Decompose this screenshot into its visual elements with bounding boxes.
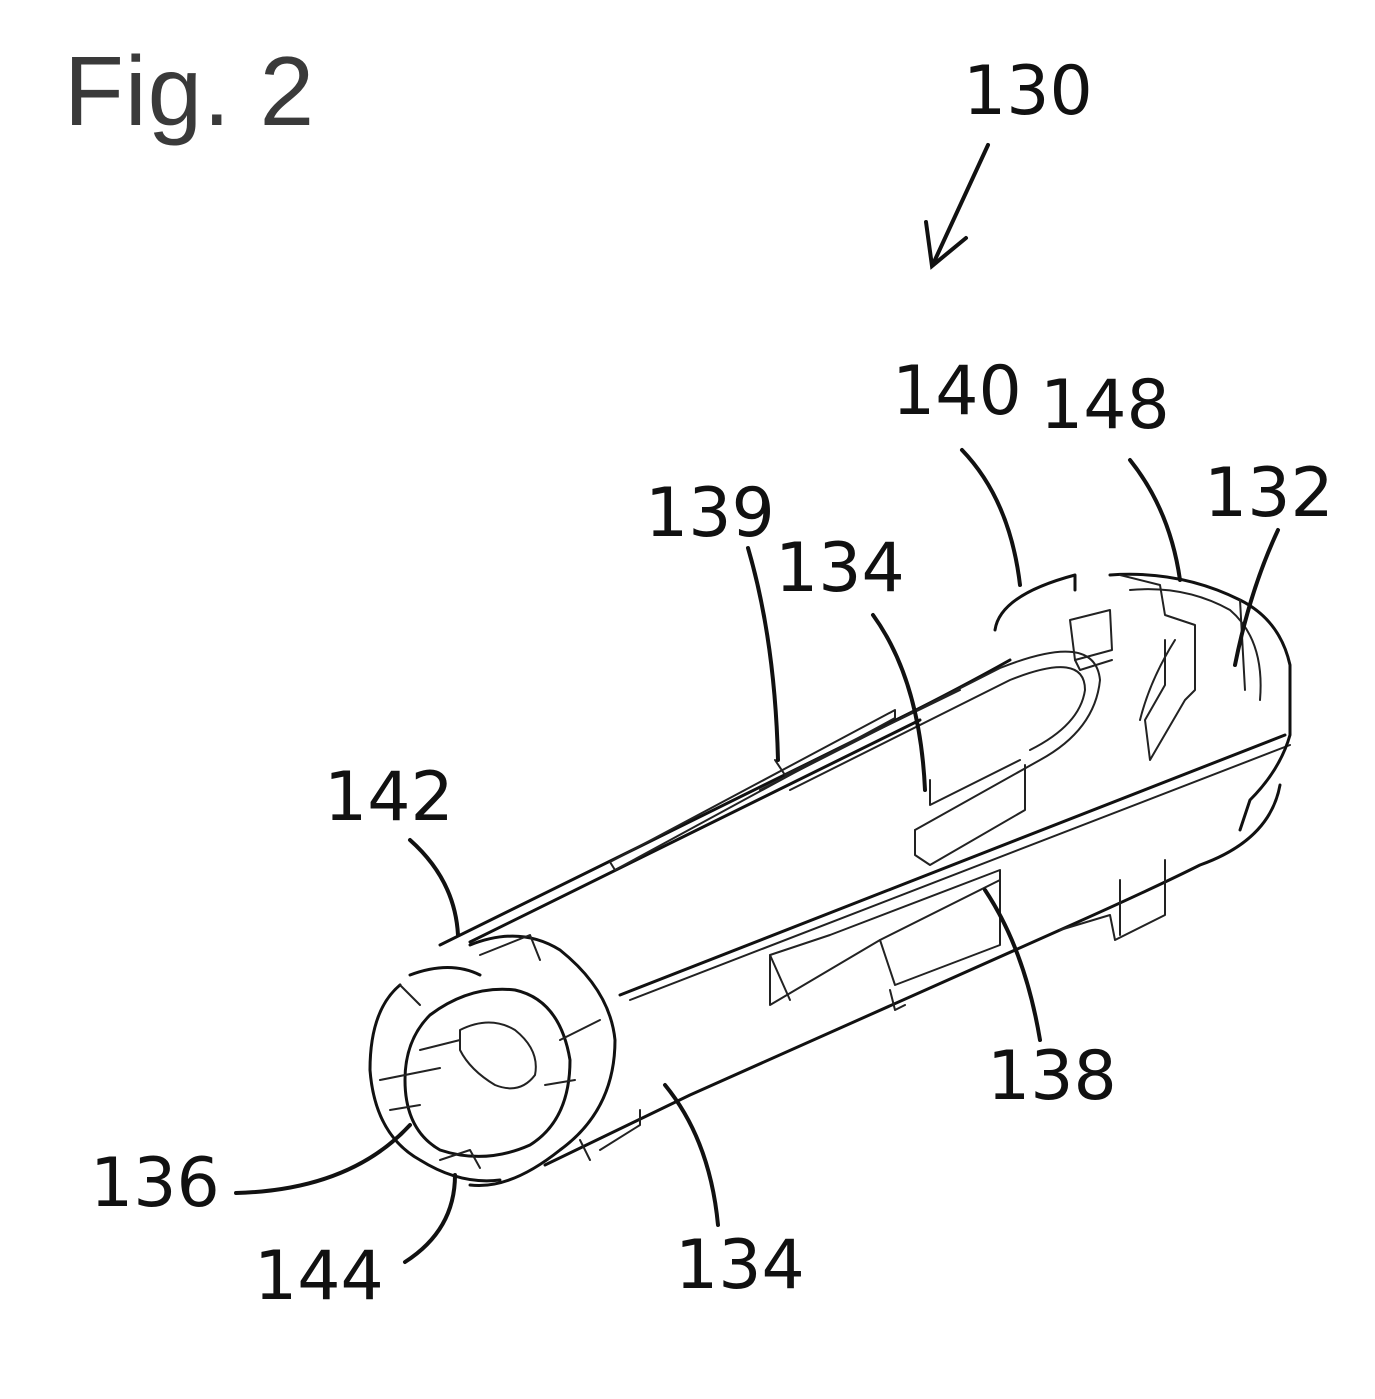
ref-label-140: 140 <box>892 352 1022 431</box>
ref-label-148: 148 <box>1040 366 1170 445</box>
figure-title: Fig. 2 <box>64 36 316 146</box>
reference-arrow-130 <box>924 143 990 270</box>
leader-134-top <box>871 613 927 792</box>
ref-label-144: 144 <box>254 1237 384 1316</box>
ref-label-136: 136 <box>90 1144 220 1223</box>
leader-134-bottom <box>663 1083 720 1227</box>
ref-label-142: 142 <box>324 758 454 837</box>
leader-138 <box>983 888 1042 1042</box>
leader-139 <box>746 546 780 762</box>
leader-148 <box>1128 458 1182 582</box>
leader-144 <box>403 1173 457 1264</box>
ref-label-130: 130 <box>963 52 1093 131</box>
leader-136 <box>234 1123 412 1195</box>
tubular-body <box>438 650 1291 1167</box>
front-end <box>368 934 617 1188</box>
ref-label-138: 138 <box>987 1037 1117 1116</box>
ref-label-139: 139 <box>645 474 775 553</box>
ref-label-134-bottom: 134 <box>675 1226 805 1305</box>
leader-lines <box>234 448 1280 1264</box>
leader-132 <box>1233 528 1280 667</box>
rear-head <box>993 572 1292 832</box>
leader-140 <box>960 448 1022 587</box>
ref-label-134-top: 134 <box>775 529 905 608</box>
ref-label-132: 132 <box>1204 454 1334 533</box>
leader-142 <box>408 838 460 937</box>
